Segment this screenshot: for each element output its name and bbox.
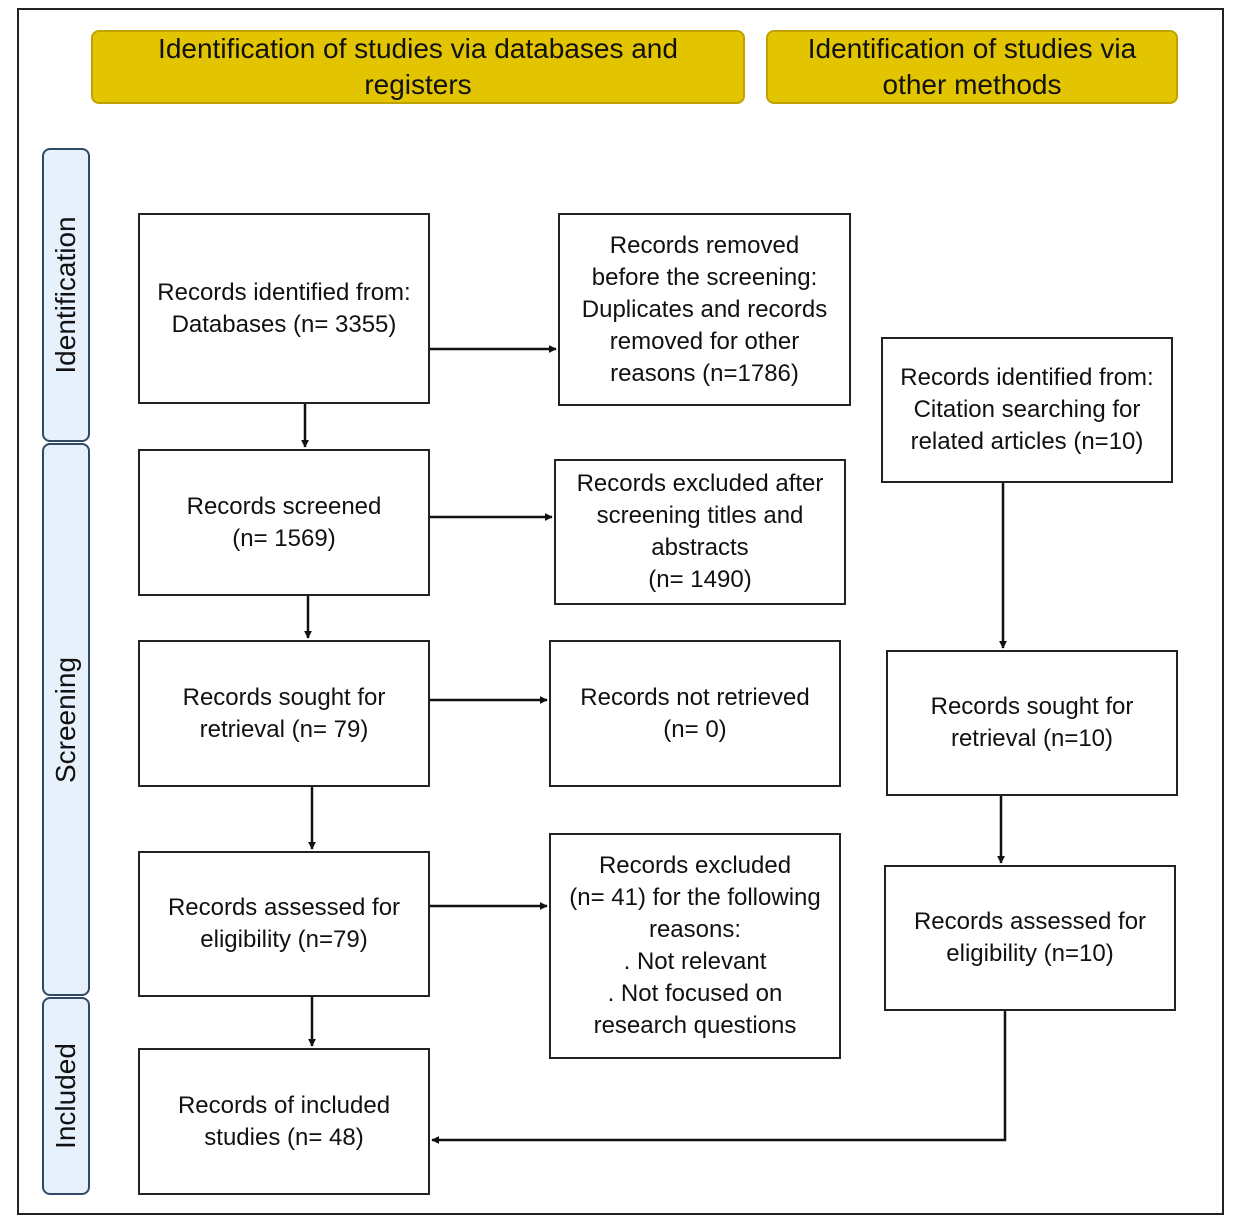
box-line: (n= 0) (663, 715, 727, 743)
box-line: Records assessed for (167, 894, 401, 921)
header-databases: Identification of studies via databases … (91, 30, 745, 104)
box-line: (n= 41) for the following (569, 884, 821, 911)
box-records-sought-other: Records sought for retrieval (n=10) (886, 650, 1178, 796)
box-line: Records excluded (598, 852, 792, 879)
stage-screening: Screening (42, 443, 90, 996)
stage-identification: Identification (42, 148, 90, 442)
box-records-excluded-reasons: Records excluded (n= 41) for the followi… (549, 833, 841, 1059)
box-records-excluded-titles: Records excluded after screening titles … (554, 459, 846, 605)
box-line: Citation searching for (913, 396, 1141, 423)
box-line: Records removed (609, 231, 800, 259)
box-line: Records screened (186, 492, 382, 520)
box-line: reasons (n=1786) (610, 359, 799, 387)
box-line: research questions (593, 1012, 797, 1039)
box-line: related articles (n=10) (910, 428, 1144, 455)
box-line: Records assessed for (913, 908, 1147, 935)
box-line: abstracts (651, 534, 749, 561)
box-line: retrieval (n=10) (950, 725, 1114, 752)
box-records-sought-databases: Records sought for retrieval (n= 79) (138, 640, 430, 787)
box-line: studies (n= 48) (204, 1123, 364, 1151)
box-line: (n= 1490) (648, 566, 752, 593)
box-line: . Not focused on (607, 980, 783, 1007)
box-line: (n= 1569) (232, 524, 336, 552)
box-records-identified-databases: Records identified from: Databases (n= 3… (138, 213, 430, 404)
box-records-included: Records of included studies (n= 48) (138, 1048, 430, 1195)
arrow-other-assessed-to-included (431, 1011, 1007, 1144)
box-line: before the screening: (591, 263, 818, 291)
box-line: Records not retrieved (580, 683, 810, 711)
box-records-assessed-databases: Records assessed for eligibility (n=79) (138, 851, 430, 997)
box-records-identified-other: Records identified from: Citation search… (881, 337, 1173, 483)
box-records-not-retrieved: Records not retrieved (n= 0) (549, 640, 841, 787)
header-other-label: Identification of studies via other meth… (807, 33, 1137, 100)
box-records-removed: Records removed before the screening: Du… (558, 213, 851, 406)
stage-included: Included (42, 997, 90, 1195)
box-line: Records identified from: (900, 364, 1154, 391)
box-line: Records excluded after (576, 470, 824, 497)
box-line: eligibility (n=79) (200, 926, 368, 953)
header-databases-label: Identification of studies via databases … (158, 33, 678, 100)
box-line: reasons: (648, 916, 742, 943)
box-line: retrieval (n= 79) (199, 715, 369, 743)
box-line: Duplicates and records (581, 295, 828, 323)
box-line: Databases (n= 3355) (171, 310, 397, 338)
box-line: screening titles and (596, 502, 804, 529)
diagram-frame (17, 8, 1224, 1215)
box-line: Records of included (177, 1091, 391, 1119)
box-line: Records sought for (930, 693, 1134, 720)
box-line: Records sought for (182, 683, 386, 711)
box-records-screened: Records screened (n= 1569) (138, 449, 430, 596)
box-line: removed for other (609, 327, 800, 355)
header-other-methods: Identification of studies via other meth… (766, 30, 1178, 104)
box-line: Records identified from: (157, 278, 411, 306)
box-line: . Not relevant (623, 948, 767, 975)
box-records-assessed-other: Records assessed for eligibility (n=10) (884, 865, 1176, 1011)
box-line: eligibility (n=10) (946, 940, 1114, 967)
